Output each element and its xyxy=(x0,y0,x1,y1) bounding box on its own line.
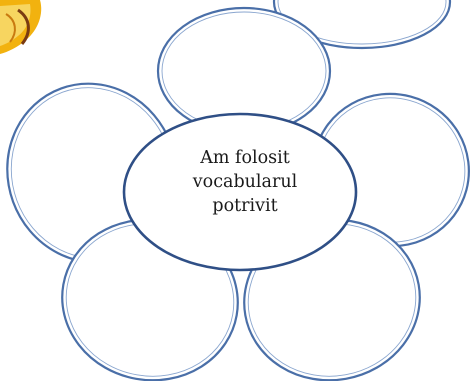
logo-icon xyxy=(0,0,41,54)
center-line-1: Am folosit xyxy=(160,146,330,170)
center-line-3: potrivit xyxy=(160,194,330,218)
center-line-2: vocabularul xyxy=(160,170,330,194)
center-label: Am folosit vocabularul potrivit xyxy=(160,146,330,218)
